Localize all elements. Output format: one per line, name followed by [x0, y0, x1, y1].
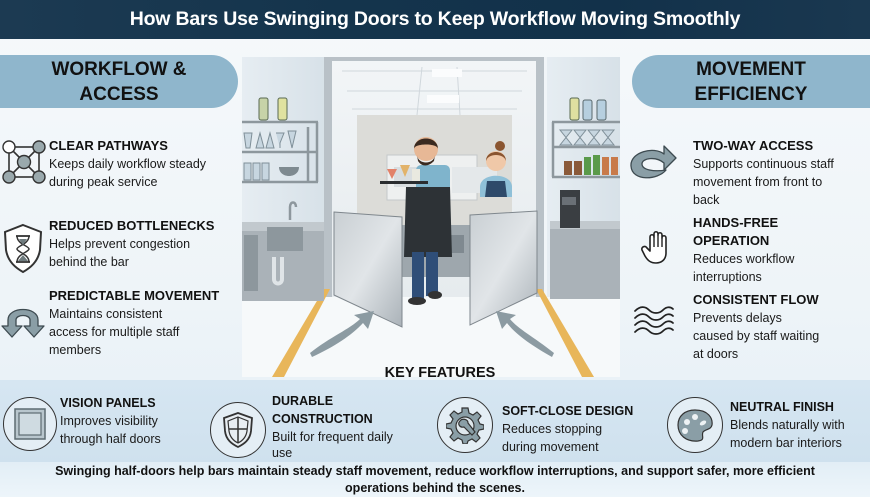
feature-desc: Helps prevent congestion	[49, 237, 191, 251]
feature-desc: members	[49, 343, 102, 357]
feature-desc: during peak service	[49, 175, 158, 189]
feature-desc: Maintains consistent	[49, 307, 163, 321]
feature-durable-construction: DURABLE CONSTRUCTION Built for frequent …	[272, 392, 393, 460]
feature-desc: Blends naturally with	[730, 418, 845, 432]
feature-desc: Improves visibility	[60, 414, 158, 428]
key-features-label: KEY FEATURES	[384, 365, 496, 381]
feature-desc: Prevents delays	[693, 311, 782, 325]
key-features-band	[0, 380, 870, 462]
title-bar: How Bars Use Swinging Doors to Keep Work…	[0, 0, 870, 39]
feature-neutral-finish: NEUTRAL FINISH Blends naturally with mod…	[730, 398, 845, 452]
feature-title: CONSISTENT FLOW	[693, 292, 819, 307]
feature-consistent-flow: CONSISTENT FLOW Prevents delays caused b…	[693, 291, 819, 363]
feature-desc: Reduces stopping	[502, 422, 603, 436]
feature-title: REDUCED BOTTLENECKS	[49, 218, 215, 233]
feature-two-way-access: TWO-WAY ACCESS Supports continuous staff…	[693, 137, 834, 209]
feature-title: VISION PANELS	[60, 396, 156, 410]
feature-desc: caused by staff waiting	[693, 329, 820, 343]
shield-cross-icon	[223, 412, 253, 449]
illustration-svg	[242, 57, 620, 377]
footer-summary: Swinging half-doors help bars maintain s…	[0, 462, 870, 497]
feature-title: CONSTRUCTION	[272, 412, 373, 426]
soft-close-design-icon-circle	[437, 397, 493, 453]
feature-soft-close-design: SOFT-CLOSE DESIGN Reduces stopping durin…	[502, 402, 633, 456]
durable-construction-icon-circle	[210, 402, 266, 458]
feature-desc: through half doors	[60, 432, 161, 446]
feature-clear-pathways: CLEAR PATHWAYS Keeps daily workflow stea…	[49, 137, 206, 191]
footer-line: operations behind the scenes.	[345, 481, 525, 495]
page-title: How Bars Use Swinging Doors to Keep Work…	[129, 8, 741, 30]
heading-line: WORKFLOW &	[51, 58, 187, 80]
heading-line: MOVEMENT	[696, 58, 806, 80]
waves-icon	[634, 306, 674, 335]
feature-title: CLEAR PATHWAYS	[49, 138, 168, 153]
gear-wrench-icon	[446, 407, 484, 444]
movement-efficiency-heading: MOVEMENT EFFICIENCY	[632, 55, 870, 108]
feature-desc: Supports continuous staff	[693, 157, 834, 171]
feature-desc: during movement	[502, 440, 599, 454]
heading-line: ACCESS	[79, 83, 159, 105]
feature-reduced-bottlenecks: REDUCED BOTTLENECKS Helps prevent conges…	[49, 217, 214, 271]
feature-title: TWO-WAY ACCESS	[693, 138, 814, 153]
feature-desc: Keeps daily workflow steady	[49, 157, 207, 171]
feature-desc: modern bar interiors	[730, 436, 842, 450]
hourglass-shield-icon	[3, 223, 43, 274]
feature-desc: interruptions	[693, 270, 762, 284]
window-panel-icon	[14, 408, 46, 440]
feature-title: SOFT-CLOSE DESIGN	[502, 404, 634, 418]
feature-hands-free-operation: HANDS-FREE OPERATION Reduces workflow in…	[693, 214, 794, 286]
workflow-access-heading: WORKFLOW & ACCESS	[0, 55, 238, 108]
vision-panels-icon-circle	[3, 397, 57, 451]
feature-desc: movement from front to	[693, 175, 823, 189]
hand-icon	[641, 230, 667, 264]
feature-title: NEUTRAL FINISH	[730, 400, 834, 414]
feature-desc: at doors	[693, 347, 739, 361]
feature-vision-panels: VISION PANELS Improves visibility throug…	[60, 394, 161, 448]
u-turn-arrow-icon	[1, 308, 45, 338]
heading-line: EFFICIENCY	[694, 83, 808, 105]
feature-title: OPERATION	[693, 233, 770, 248]
neutral-finish-icon-circle	[667, 397, 723, 453]
feature-desc: use	[272, 446, 293, 460]
bar-swinging-doors-illustration	[242, 57, 620, 377]
feature-desc: Built for frequent daily	[272, 430, 393, 444]
network-nodes-icon	[2, 140, 46, 184]
footer-line: Swinging half-doors help bars maintain s…	[55, 464, 815, 478]
feature-title: HANDS-FREE	[693, 215, 779, 230]
palette-icon	[677, 409, 713, 442]
feature-title: DURABLE	[272, 394, 334, 408]
feature-desc: back	[693, 193, 720, 207]
circular-arrow-icon	[630, 145, 677, 179]
feature-desc: behind the bar	[49, 255, 129, 269]
feature-desc: Reduces workflow	[693, 252, 795, 266]
feature-predictable-movement: PREDICTABLE MOVEMENT Maintains consisten…	[49, 287, 219, 359]
feature-title: PREDICTABLE MOVEMENT	[49, 288, 220, 303]
feature-desc: access for multiple staff	[49, 325, 180, 339]
